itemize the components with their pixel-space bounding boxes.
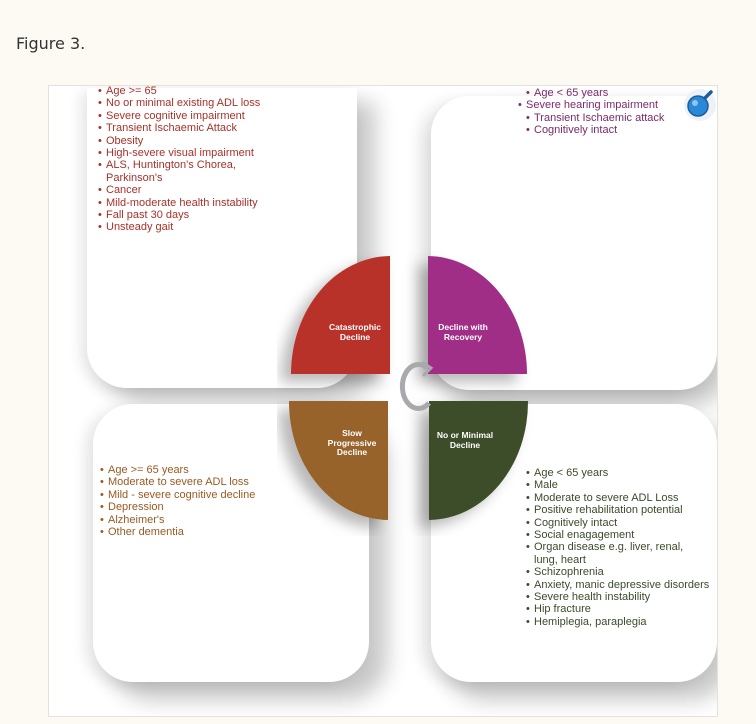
list-item: Other dementia	[100, 526, 290, 539]
label-catastrophic: Catastrophic Decline	[315, 322, 395, 342]
list-item: Cognitively intact	[526, 124, 668, 137]
list-item: Hemiplegia, paraplegia	[526, 616, 710, 629]
list-item: Social enagagement	[526, 529, 710, 542]
list-item: Age < 65 years	[526, 87, 668, 100]
label-minimal-line-2: Decline	[449, 439, 481, 450]
label-slow-line-1: Slow	[342, 428, 362, 438]
list-item: Male	[526, 479, 710, 492]
list-item: Obesity	[98, 135, 288, 148]
quadrant-minimal	[429, 401, 529, 520]
label-minimal-line-1: No or Minimal	[436, 430, 494, 440]
magnifier-logo-icon	[684, 89, 716, 121]
list-item: Moderate to severe ADL Loss	[526, 492, 710, 505]
list-top-left: Age >= 65 No or minimal existing ADL los…	[98, 85, 288, 234]
list-item: Severe cognitive impairment	[98, 110, 288, 123]
list-item: Cognitively intact	[526, 517, 710, 530]
list-item: No or minimal existing ADL loss	[98, 97, 288, 110]
list-item: Schizophrenia	[526, 566, 710, 579]
label-recovery: Decline with Recovery	[423, 322, 503, 342]
list-item: Age < 65 years	[526, 467, 710, 480]
list-item: Fall past 30 days	[98, 209, 288, 222]
label-recovery-line-2: Recovery	[443, 331, 483, 342]
list-item: Moderate to severe ADL loss	[100, 476, 290, 489]
quadrant-diagram	[288, 256, 529, 520]
quadrant-slow	[288, 401, 388, 520]
label-slow-line-3: Decline	[336, 447, 368, 458]
label-slow: Slow Progressive Decline	[312, 428, 392, 458]
figure-title: Figure 3.	[16, 34, 86, 53]
list-top-right: Age < 65 years Severe hearing impairment…	[518, 87, 668, 137]
list-item: Severe hearing impairment	[518, 99, 668, 112]
list-item: Age >= 65	[98, 85, 288, 98]
list-item: Severe health instability	[526, 591, 710, 604]
list-item: Transient Ischaemic attack	[526, 112, 668, 125]
list-item: ALS, Huntington's Chorea, Parkinson's	[98, 159, 246, 184]
list-item: Organ disease e.g. liver, renal, lung, h…	[526, 541, 710, 566]
list-item: Mild - severe cognitive decline	[100, 489, 290, 502]
label-slow-line-2: Progressive	[327, 437, 377, 448]
list-item: Alzheimer's	[100, 514, 290, 527]
list-item: Cancer	[98, 184, 288, 197]
list-item: Age >= 65 years	[100, 464, 290, 477]
list-item: Unsteady gait	[98, 221, 288, 234]
list-item: High-severe visual impairment	[98, 147, 288, 160]
label-recovery-line-1: Decline with	[438, 322, 488, 332]
list-item: Depression	[100, 501, 290, 514]
label-catastrophic-line-1: Catastrophic	[329, 322, 381, 332]
label-catastrophic-line-2: Decline	[339, 331, 371, 342]
list-item: Hip fracture	[526, 603, 710, 616]
quadrant-catastrophic	[291, 256, 390, 374]
list-bottom-left: Age >= 65 years Moderate to severe ADL l…	[100, 464, 290, 539]
figure-panel: Catastrophic Decline Decline with Recove…	[48, 85, 718, 717]
quadrant-recovery	[428, 256, 527, 374]
label-minimal: No or Minimal Decline	[425, 430, 505, 450]
list-item: Transient Ischaemic Attack	[98, 122, 288, 135]
list-item: Anxiety, manic depressive disorders	[526, 579, 710, 592]
list-bottom-right: Age < 65 years Male Moderate to severe A…	[526, 467, 710, 629]
cycle-arrow-icon	[399, 360, 434, 412]
list-item: Positive rehabilitation potential	[526, 504, 710, 517]
list-item: Mild-moderate health instability	[98, 197, 288, 210]
